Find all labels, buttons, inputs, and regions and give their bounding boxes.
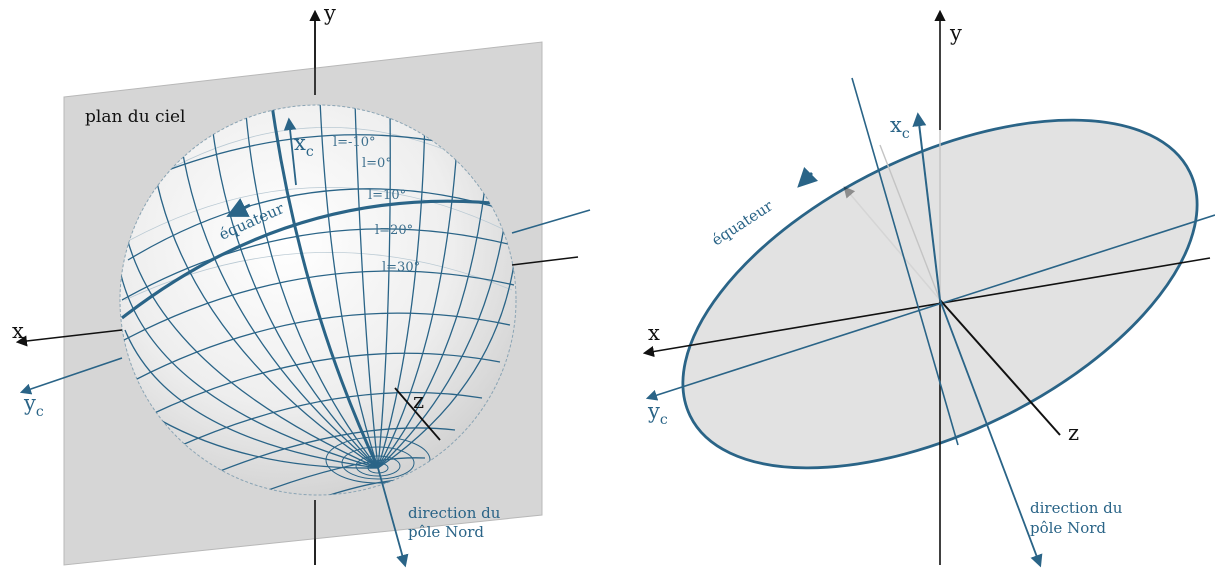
- equator-label: équateur: [708, 196, 776, 249]
- yc-axis-label: yc: [23, 391, 44, 420]
- north-pole-arrow: [939, 299, 1043, 568]
- pole-circles: [325, 436, 431, 484]
- yc-axis-label: yc: [647, 399, 668, 428]
- faint-back-arrow: [843, 186, 941, 301]
- xc-axis-arrow: [283, 117, 297, 186]
- z-axis-label: z: [413, 389, 424, 413]
- plane-label: plan du ciel: [85, 107, 186, 127]
- prime-meridian: [270, 105, 380, 469]
- yc-axis-left: [19, 357, 123, 395]
- x-axis-label: x: [648, 321, 660, 345]
- y-axis-label: y: [949, 21, 962, 45]
- latitude-label: l=0°: [362, 156, 392, 171]
- right-figure: y x z xc yc équateur direction du pôle N…: [642, 9, 1215, 568]
- x-axis-label: x: [12, 319, 24, 343]
- north-direction-label-2: pôle Nord: [1030, 519, 1106, 537]
- latitude-label: l=30°: [382, 260, 420, 275]
- latitude-label: l=10°: [368, 188, 406, 203]
- x-axis-right: [511, 256, 579, 266]
- equatorial-disk: [681, 118, 1199, 470]
- equator-line: [121, 199, 513, 320]
- north-pole-arrow: [377, 467, 409, 568]
- y-axis-label: y: [323, 1, 336, 25]
- x-axis: [642, 257, 1211, 358]
- xc-axis-label: xc: [890, 113, 910, 142]
- left-figure: plan du ciel y x z xc yc équateur l=-10°…: [12, 1, 591, 568]
- faint-rot-line: [879, 144, 941, 301]
- north-direction-label-2: pôle Nord: [408, 523, 484, 541]
- z-axis: [939, 299, 1061, 436]
- z-axis: [394, 387, 441, 441]
- north-direction-label-1: direction du: [1030, 499, 1123, 517]
- north-direction-label-1: direction du: [408, 504, 501, 522]
- z-axis-label: z: [1068, 421, 1079, 445]
- latitude-label: l=-10°: [333, 135, 376, 150]
- celestial-sphere: [119, 104, 517, 496]
- equator-arrow: [226, 198, 251, 217]
- equator-arrow: [797, 166, 819, 188]
- latitude-label: l=20°: [375, 223, 413, 238]
- yc-axis-right: [511, 209, 591, 234]
- x-axis-left: [15, 329, 123, 347]
- rotation-axis: [851, 77, 959, 446]
- xc-axis-label: xc: [294, 131, 314, 160]
- yc-axis: [645, 214, 1215, 401]
- xc-axis-arrow: [912, 112, 941, 301]
